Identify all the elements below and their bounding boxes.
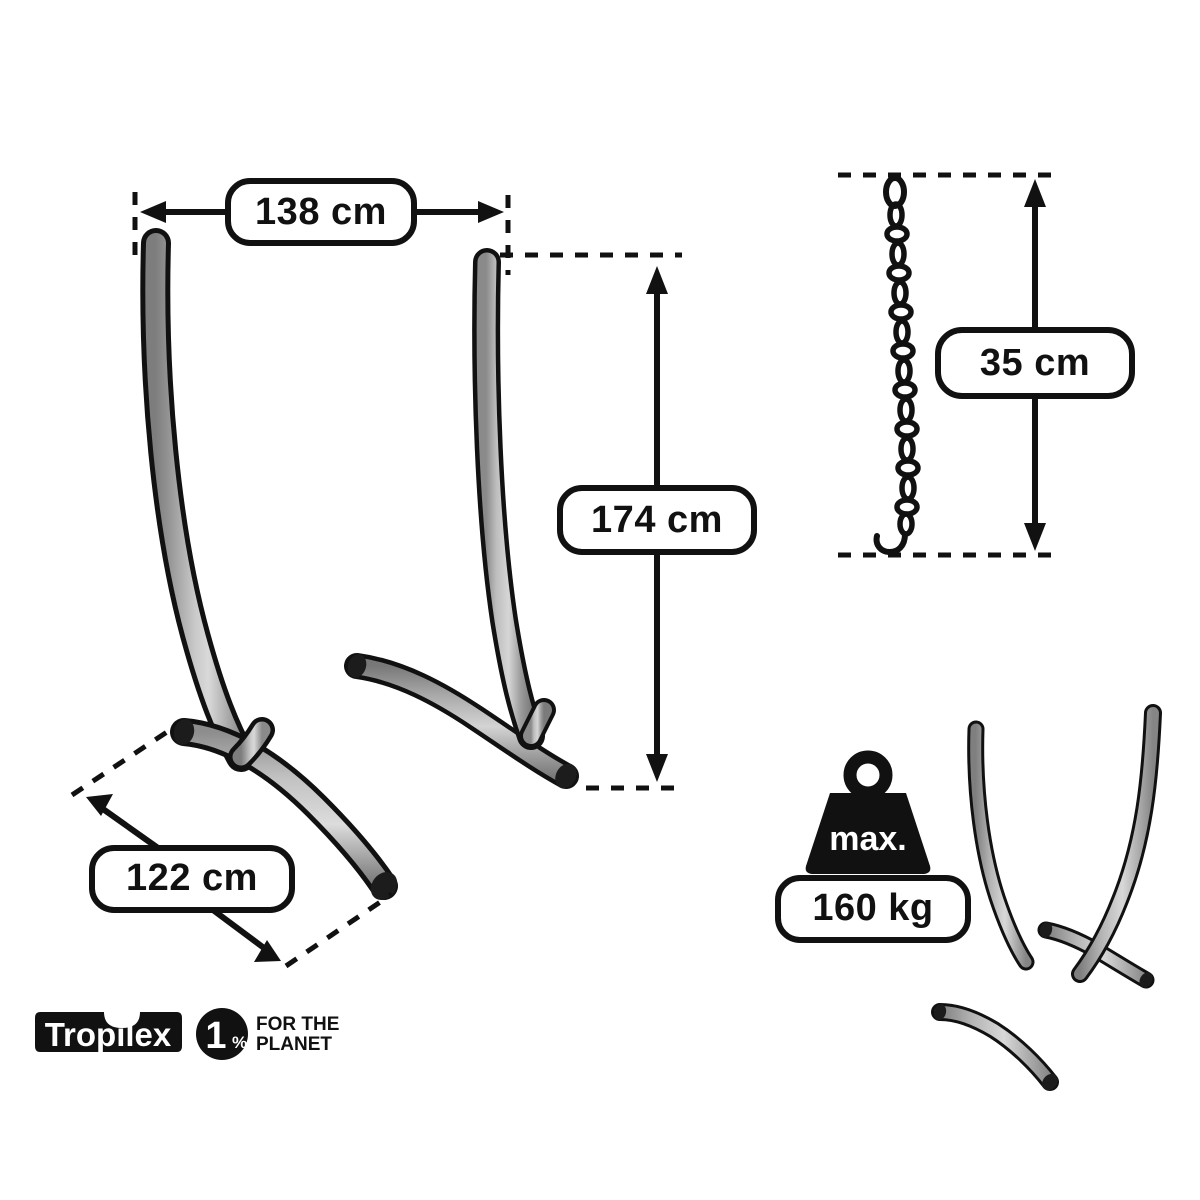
tropilex-logo-shape <box>35 1012 182 1052</box>
dimension-label-chain-text: 35 cm <box>980 342 1090 384</box>
arrow-head-chain-up <box>1024 179 1046 207</box>
dimension-guide-depth-lower <box>284 891 394 969</box>
small-stand-leg-left <box>967 720 1035 971</box>
small-stand-leg-right <box>1071 704 1162 983</box>
stand-base-bar-front <box>170 718 398 900</box>
dimension-width-138: 138 cm <box>132 178 511 275</box>
dimension-label-height[interactable]: 174 cm <box>557 485 757 555</box>
arrow-head-upleft <box>86 794 113 816</box>
dimension-guide-depth-upper <box>70 723 178 798</box>
dimension-label-width[interactable]: 138 cm <box>225 178 417 246</box>
planet-logo-line2: PLANET <box>256 1034 332 1055</box>
planet-logo-percent: 1 <box>205 1015 226 1057</box>
hammock-stand-small <box>931 704 1162 1091</box>
arrow-head-up <box>646 266 668 294</box>
dimension-label-depth-text: 122 cm <box>126 857 258 899</box>
tropilex-logo[interactable]: Tropilex <box>35 1012 182 1053</box>
max-weight-value[interactable]: 160 kg <box>775 875 971 943</box>
weight-body <box>805 793 931 874</box>
arrow-head-downright <box>254 940 281 962</box>
dimension-label-width-text: 138 cm <box>255 191 387 233</box>
dimension-label-depth[interactable]: 122 cm <box>89 845 295 913</box>
arrow-head-down <box>646 754 668 782</box>
dimension-height-174: 174 cm <box>500 252 757 791</box>
planet-logo-line1: FOR THE <box>256 1014 339 1035</box>
max-weight-value-text: 160 kg <box>812 887 933 929</box>
stand-base-bar-back <box>344 653 579 789</box>
dimension-label-chain[interactable]: 35 cm <box>935 327 1135 399</box>
max-weight-icon: max. <box>805 750 931 874</box>
tropilex-logo-text: Tropilex <box>45 1016 172 1053</box>
arrow-head-chain-down <box>1024 523 1046 551</box>
planet-logo-circle <box>196 1008 248 1060</box>
stand-leg-right <box>472 248 545 750</box>
max-weight-icon-label: max. <box>829 820 907 858</box>
hammock-stand-main <box>140 228 579 900</box>
arrow-head-left <box>140 201 166 223</box>
dimension-depth-122: 122 cm <box>70 723 394 969</box>
one-percent-for-the-planet-logo[interactable]: 1 % FOR THE PLANET <box>196 1008 339 1060</box>
small-stand-base-bar-front <box>931 1003 1059 1091</box>
stand-leg-left <box>140 228 256 772</box>
hanging-chain <box>873 175 921 556</box>
planet-logo-percent-symbol: % <box>232 1033 247 1052</box>
chain-hook <box>873 531 908 556</box>
arrow-head-right <box>478 201 504 223</box>
dimension-label-height-text: 174 cm <box>591 499 723 541</box>
dimension-chain-35: 35 cm <box>838 172 1135 558</box>
